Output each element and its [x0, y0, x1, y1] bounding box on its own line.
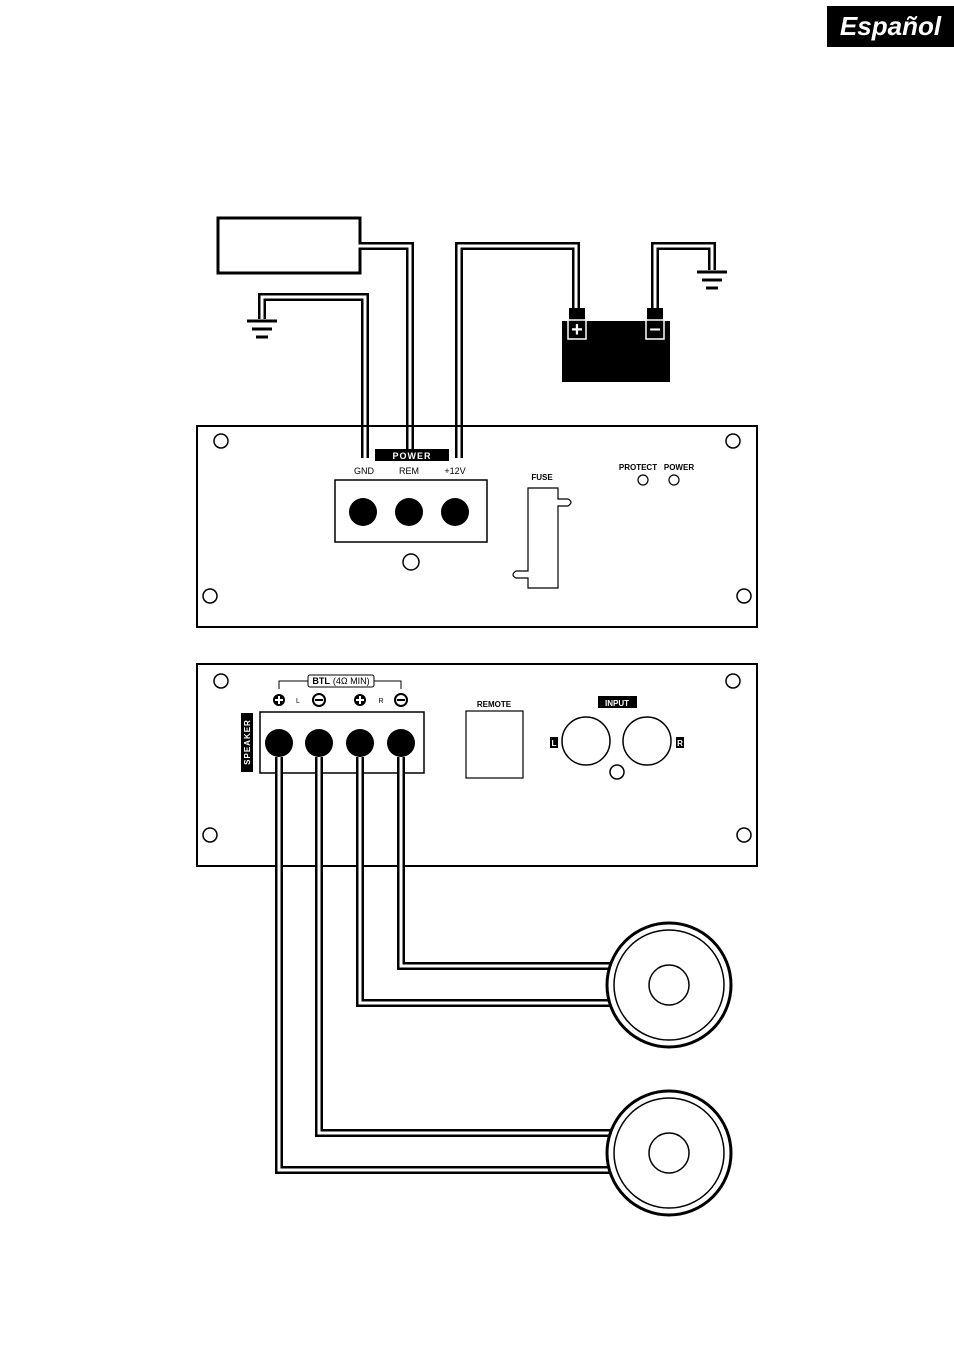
input-label: INPUT [605, 699, 629, 708]
battery-plus-label: + [571, 319, 583, 341]
terminal-rem[interactable] [395, 498, 423, 526]
remote-label: REMOTE [477, 700, 512, 709]
led-protect [638, 475, 648, 485]
minus-icon-right [395, 694, 407, 706]
plus-icon-right [354, 694, 366, 706]
input-right-tag: R [677, 739, 683, 748]
led-label-power: POWER [664, 463, 694, 472]
speaker-terminal-left-plus[interactable] [265, 729, 293, 757]
fuse-label: FUSE [531, 473, 553, 482]
battery-icon: + – [562, 308, 670, 382]
led-label-protect: PROTECT [619, 463, 657, 472]
led-power [669, 475, 679, 485]
rca-input-right[interactable] [623, 717, 671, 765]
terminal-12v[interactable] [441, 498, 469, 526]
battery-minus-label: – [649, 318, 660, 340]
terminal-gnd[interactable] [349, 498, 377, 526]
minus-icon-left [313, 694, 325, 706]
remote-port[interactable] [466, 711, 523, 778]
rca-input-left[interactable] [562, 717, 610, 765]
head-unit-box [218, 218, 360, 273]
speaker-terminal-left-minus[interactable] [305, 729, 333, 757]
speaker-wires [279, 757, 612, 1170]
speaker-icon-top [607, 923, 731, 1047]
input-panel-hole [610, 765, 624, 779]
terminal-label-rem: REM [399, 466, 419, 476]
channel-label-left: L [296, 698, 300, 705]
btl-label: BTL(4Ω MIN) [312, 676, 369, 686]
ground-icon-right [697, 272, 727, 288]
plus-icon-left [273, 694, 285, 706]
speaker-terminal-right-minus[interactable] [387, 729, 415, 757]
speaker-icon-bottom [607, 1091, 731, 1215]
speaker-side-label: SPEAKER [243, 719, 252, 765]
channel-label-right: R [378, 698, 383, 705]
ground-icon-left [247, 321, 277, 337]
terminal-label-gnd: GND [354, 466, 375, 476]
terminal-label-12v: +12V [444, 466, 465, 476]
fuse-holder[interactable] [513, 488, 571, 588]
input-left-tag: L [552, 739, 557, 748]
speaker-terminal-right-plus[interactable] [346, 729, 374, 757]
power-block-title: POWER [392, 451, 431, 461]
